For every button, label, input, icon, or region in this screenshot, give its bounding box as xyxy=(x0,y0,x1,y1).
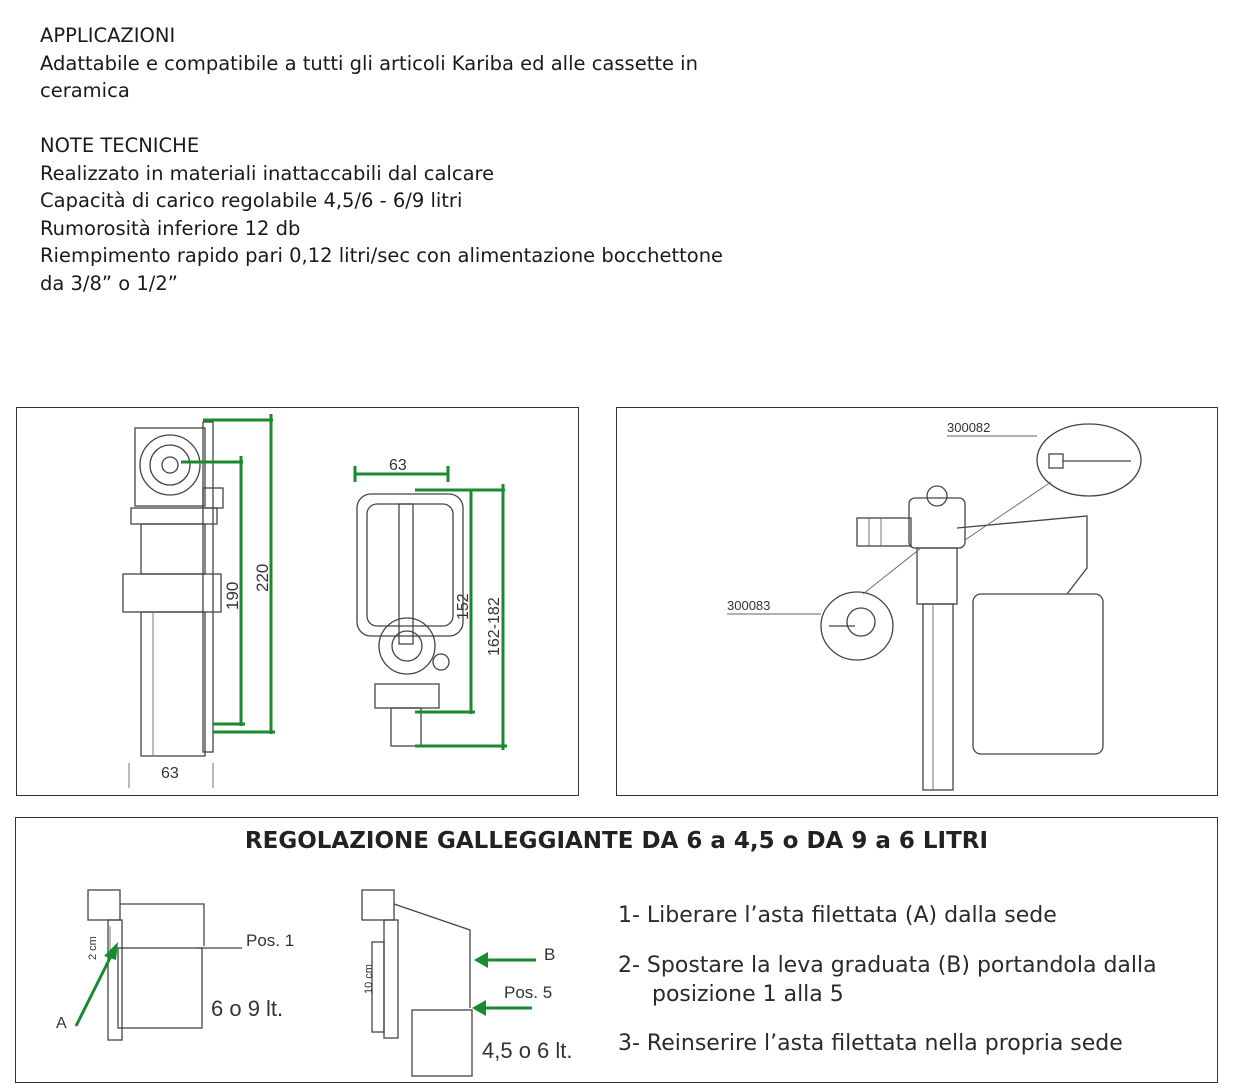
note-tecniche-section: NOTE TECNICHE Realizzato in materiali in… xyxy=(40,132,723,297)
parts-drawing-panel: 300082 300083 xyxy=(616,407,1218,796)
fig2-measure-label: 10 cm xyxy=(363,964,375,994)
dimension-drawing-panel: 220 190 63 63 152 162-182 xyxy=(16,407,579,796)
applicazioni-line: Adattabile e compatibile a tutti gli art… xyxy=(40,51,698,75)
step-2: 2- Spostare la leva graduata (B) portand… xyxy=(618,951,1157,1009)
fig2-pos-label: Pos. 5 xyxy=(504,983,552,1002)
note-line: da 3/8” o 1/2” xyxy=(40,271,178,295)
fig1-measure-label: 2 cm xyxy=(87,936,99,960)
part-300083-label: 300083 xyxy=(727,598,770,613)
part-300083-callout: 300083 xyxy=(727,547,922,661)
regolazione-figures: 2 cm Pos. 1 A 6 o 9 lt. 10 cm B Pos. 5 4… xyxy=(56,889,573,1077)
note-line: Realizzato in materiali inattaccabili da… xyxy=(40,161,495,185)
front-width-label: 63 xyxy=(389,457,407,474)
side-width-label: 63 xyxy=(161,765,179,782)
applicazioni-section: APPLICAZIONI Adattabile e compatibile a … xyxy=(40,22,698,105)
part-300082-callout: 300082 xyxy=(947,420,1142,541)
front-height-inner-label: 152 xyxy=(455,593,472,620)
step-1: 1- Liberare l’asta filettata (A) dalla s… xyxy=(618,903,1057,928)
fig1-letter-label: A xyxy=(56,1015,67,1032)
note-line: Capacità di carico regolabile 4,5/6 - 6/… xyxy=(40,189,463,212)
parts-drawing: 300082 300083 xyxy=(727,420,1142,791)
figure-position-1: 2 cm Pos. 1 A 6 o 9 lt. xyxy=(56,889,294,1041)
side-height-total-label: 220 xyxy=(253,564,272,592)
side-height-inner-label: 190 xyxy=(223,582,242,610)
side-view-valve xyxy=(122,421,224,788)
applicazioni-line: ceramica xyxy=(40,79,130,102)
fig1-pos-label: Pos. 1 xyxy=(246,931,294,950)
part-300082-label: 300082 xyxy=(947,420,990,435)
fig1-volume-label: 6 o 9 lt. xyxy=(211,996,283,1021)
regolazione-panel: REGOLAZIONE GALLEGGIANTE DA 6 a 4,5 o DA… xyxy=(15,817,1218,1083)
step-2-line-2: posizione 1 alla 5 xyxy=(652,982,844,1007)
front-height-total-label: 162-182 xyxy=(486,597,503,656)
fig2-volume-label: 4,5 o 6 lt. xyxy=(482,1038,573,1063)
assembled-valve xyxy=(856,485,1104,791)
step-2-line-1: 2- Spostare la leva graduata (B) portand… xyxy=(618,953,1157,978)
note-tecniche-heading: NOTE TECNICHE xyxy=(40,134,200,157)
note-line: Riempimento rapido pari 0,12 litri/sec c… xyxy=(40,244,724,267)
dimension-drawing: 220 190 63 63 152 162-182 xyxy=(122,414,507,788)
fig2-letter-label: B xyxy=(544,945,555,964)
regolazione-title: REGOLAZIONE GALLEGGIANTE DA 6 a 4,5 o DA… xyxy=(244,828,989,854)
front-view-valve xyxy=(356,493,464,747)
applicazioni-heading: APPLICAZIONI xyxy=(40,24,176,47)
figure-position-5: 10 cm B Pos. 5 4,5 o 6 lt. xyxy=(361,889,573,1077)
step-3: 3- Reinserire l’asta filettata nella pro… xyxy=(618,1031,1123,1056)
note-line: Rumorosità inferiore 12 db xyxy=(40,216,301,240)
